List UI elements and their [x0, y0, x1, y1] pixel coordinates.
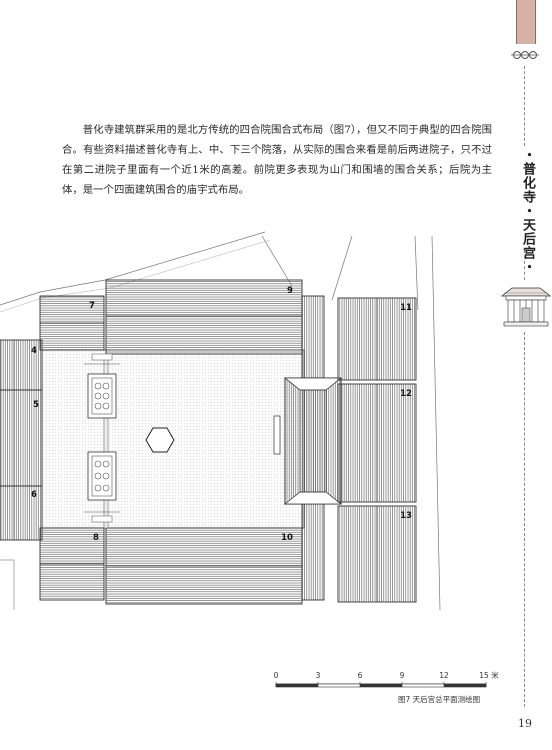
margin-line-bottom	[524, 332, 525, 707]
label-9: 9	[287, 286, 293, 296]
figure-caption: 图7 天后宫总平面测绘图	[398, 695, 481, 704]
scale-tick-3: 3	[316, 671, 321, 680]
label-7: 7	[89, 301, 95, 311]
site-plan-drawing: 7 9 4 5 6 8 10 11 12 13	[0, 231, 441, 610]
label-12: 12	[400, 389, 412, 399]
scale-tick-6: 6	[358, 671, 363, 680]
label-5: 5	[33, 400, 39, 410]
scale-tick-0: 0	[274, 671, 279, 680]
ornament-icon	[511, 51, 539, 59]
scale-bar: 0 3 6 9 12 15 米	[274, 670, 499, 688]
margin-line-mid	[524, 250, 525, 280]
chapter-tab	[516, 0, 536, 44]
page-number: 19	[518, 717, 532, 730]
label-6: 6	[31, 490, 37, 500]
temple-thumbnail-icon	[500, 287, 552, 327]
label-4: 4	[31, 346, 37, 356]
label-13: 13	[400, 511, 412, 521]
scale-tick-9: 9	[400, 671, 405, 680]
label-10: 10	[281, 533, 293, 543]
body-paragraph: 普化寺建筑群采用的是北方传统的四合院围合式布局（图7），但又不同于典型的四合院围…	[62, 124, 492, 196]
margin-line-top	[524, 66, 525, 146]
scale-tick-15: 15	[479, 671, 489, 680]
side-title: ・普化寺・天后宫・	[520, 148, 535, 274]
scale-unit: 米	[491, 670, 499, 680]
scale-tick-12: 12	[439, 671, 449, 680]
label-11: 11	[400, 303, 412, 313]
label-8: 8	[93, 533, 99, 543]
